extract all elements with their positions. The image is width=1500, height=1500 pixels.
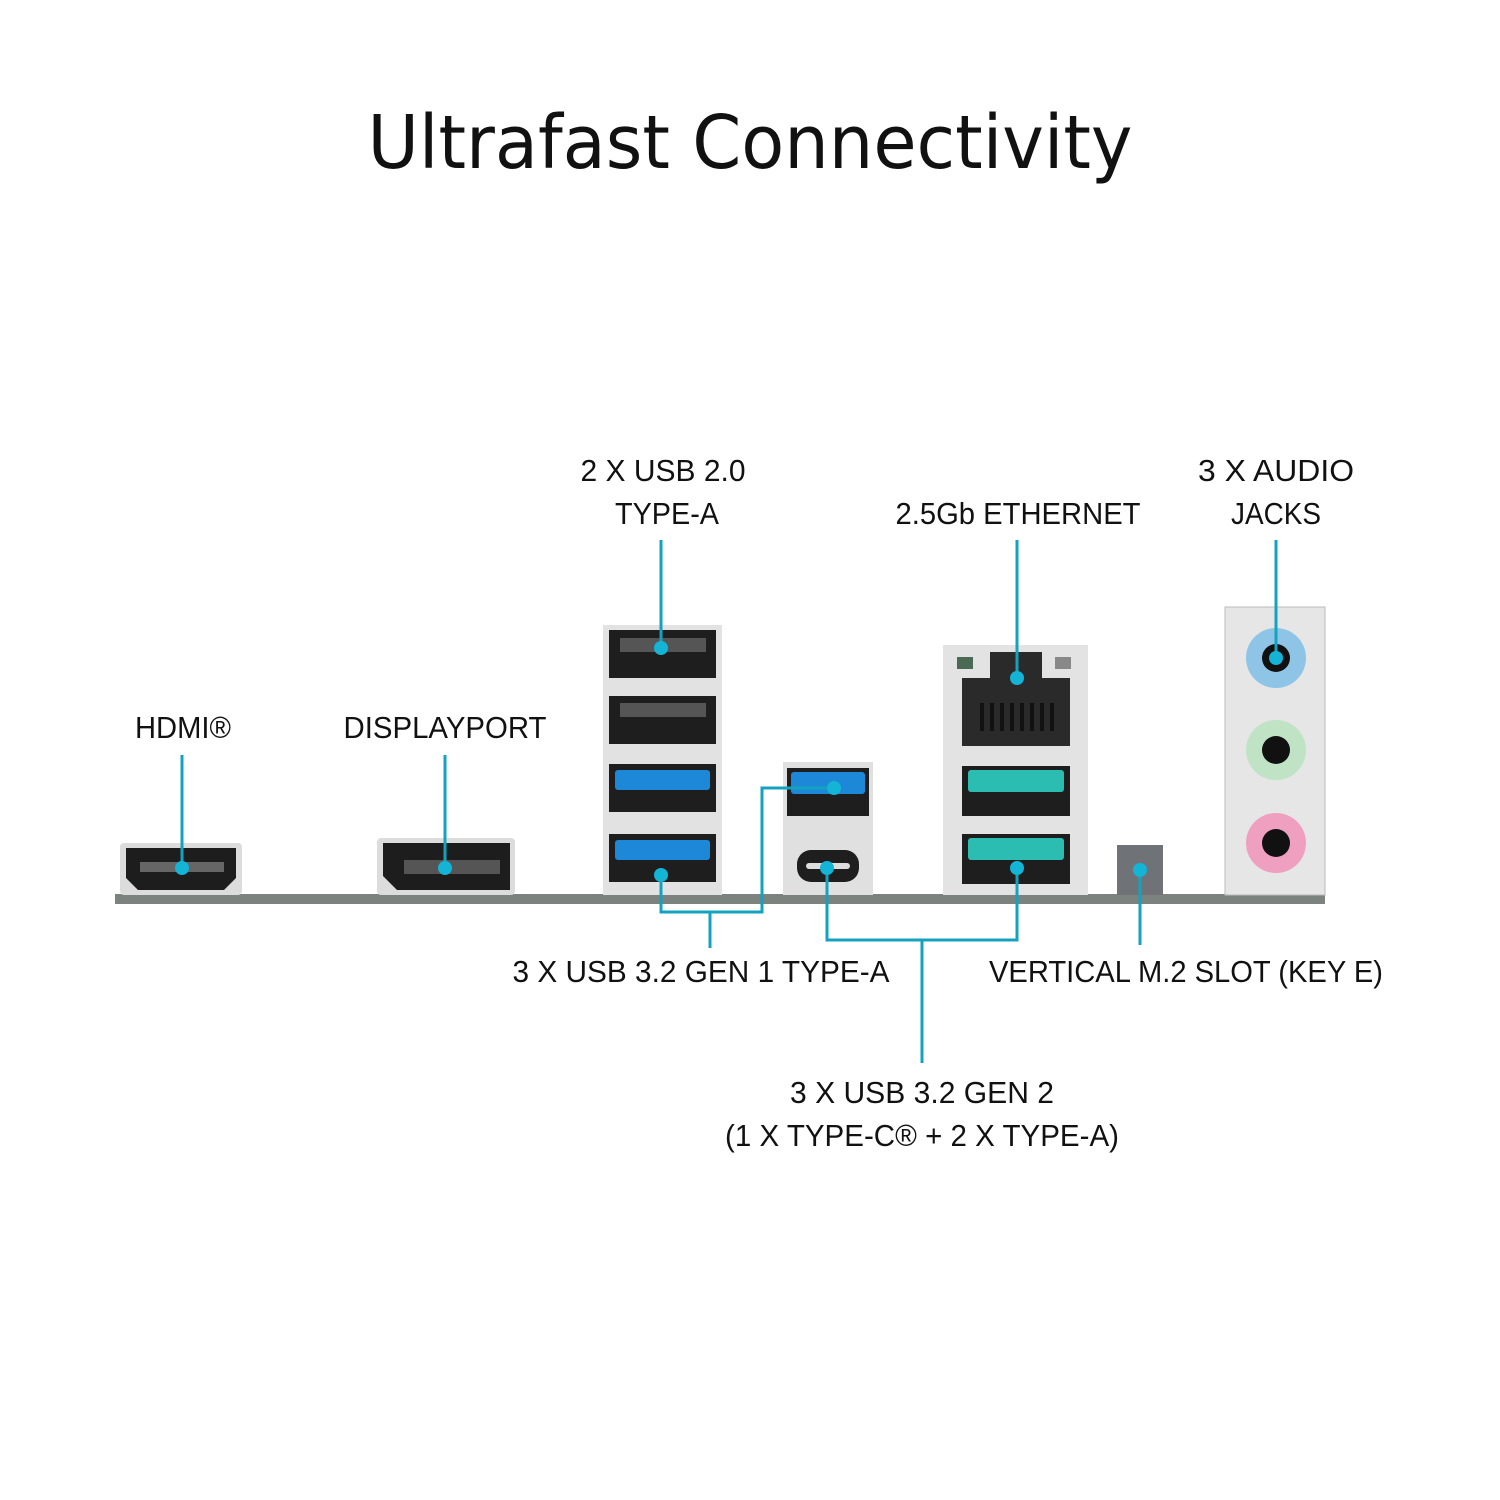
label-usb2-line1: 2 X USB 2.0 [581,453,746,488]
page-title: Ultrafast Connectivity [368,100,1133,186]
label-ethernet: 2.5Gb ETHERNET [896,496,1141,531]
label-audio-line2: JACKS [1231,496,1321,531]
label-usb32-gen2-line1: 3 X USB 3.2 GEN 2 [790,1075,1054,1110]
label-usb2-line2: TYPE-A [615,496,719,531]
label-m2-slot: VERTICAL M.2 SLOT (KEY E) [989,954,1383,989]
io-shield-board [115,894,1325,904]
label-hdmi: HDMI® [135,710,231,745]
leader-lines [175,540,1283,1063]
label-usb32-gen1: 3 X USB 3.2 GEN 1 TYPE-A [513,954,890,989]
usb-stack [603,625,722,895]
label-audio-line1: 3 X AUDIO [1198,453,1354,488]
ethernet-usb-block [943,645,1088,895]
label-displayport: DISPLAYPORT [344,710,547,745]
label-usb32-gen2-line2: (1 X TYPE-C® + 2 X TYPE-A) [725,1118,1119,1153]
